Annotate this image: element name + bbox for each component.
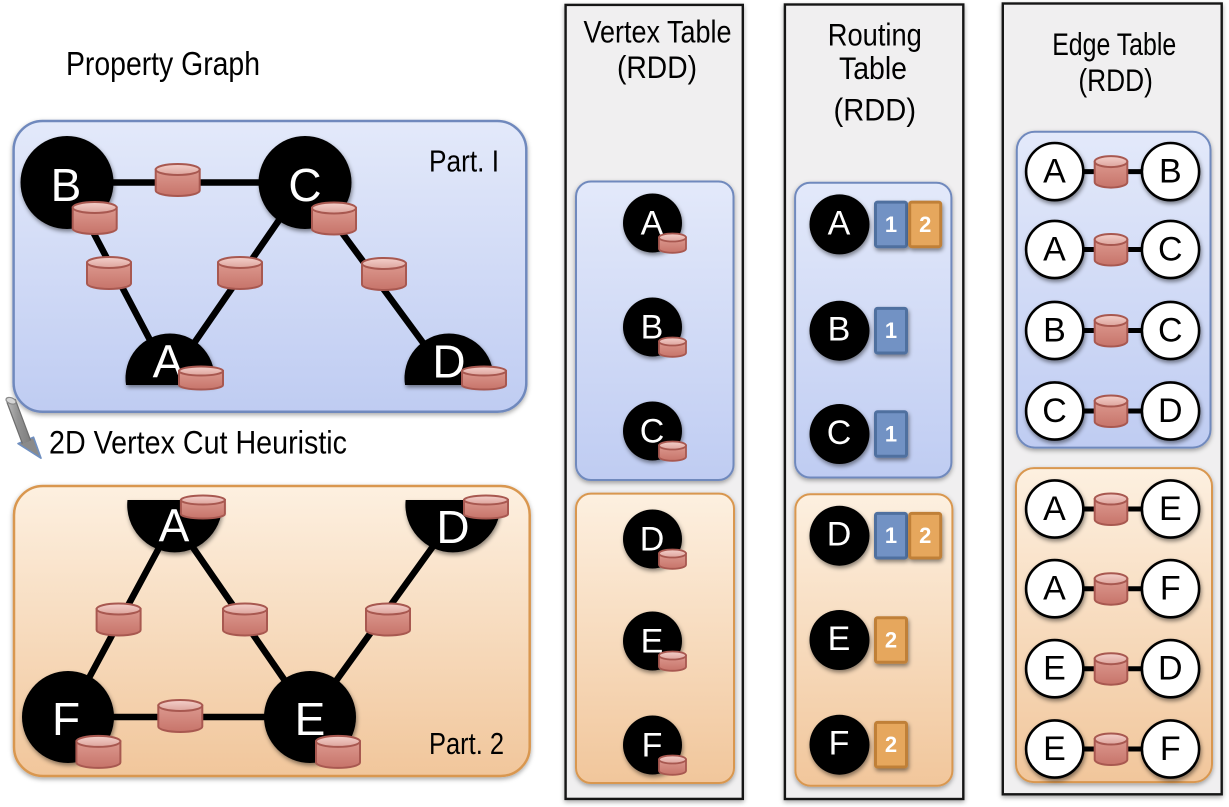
- svg-text:1: 1: [885, 421, 897, 446]
- svg-text:Property Graph: Property Graph: [66, 46, 260, 83]
- svg-text:C: C: [288, 159, 321, 211]
- svg-text:1: 1: [885, 212, 897, 237]
- svg-text:D: D: [1158, 392, 1183, 430]
- svg-text:B: B: [641, 309, 664, 347]
- svg-text:B: B: [51, 159, 82, 211]
- svg-text:C: C: [827, 414, 852, 452]
- svg-text:F: F: [1160, 570, 1181, 608]
- svg-text:C: C: [1158, 312, 1183, 350]
- svg-text:E: E: [1043, 650, 1066, 688]
- svg-text:A: A: [1043, 153, 1066, 191]
- svg-text:D: D: [827, 516, 852, 554]
- svg-text:E: E: [1159, 490, 1182, 528]
- svg-text:1: 1: [885, 523, 897, 548]
- svg-text:F: F: [52, 693, 80, 745]
- svg-text:A: A: [828, 204, 851, 242]
- svg-text:A: A: [1043, 490, 1066, 528]
- svg-text:E: E: [1043, 730, 1066, 768]
- svg-text:A: A: [1043, 570, 1066, 608]
- svg-text:D: D: [432, 335, 465, 387]
- svg-text:E: E: [295, 693, 326, 745]
- svg-text:(RDD): (RDD): [834, 91, 917, 127]
- svg-text:E: E: [828, 620, 851, 658]
- svg-text:B: B: [1159, 153, 1182, 191]
- svg-text:(RDD): (RDD): [617, 49, 697, 85]
- svg-text:(RDD): (RDD): [1078, 62, 1153, 98]
- svg-text:Part. I: Part. I: [429, 144, 499, 179]
- svg-text:E: E: [641, 623, 664, 661]
- svg-text:B: B: [1043, 312, 1066, 350]
- svg-text:D: D: [1158, 650, 1183, 688]
- svg-text:2: 2: [919, 212, 931, 237]
- svg-text:A: A: [1043, 231, 1066, 269]
- svg-text:B: B: [828, 311, 851, 349]
- svg-text:1: 1: [885, 318, 897, 343]
- svg-text:2: 2: [885, 627, 897, 652]
- svg-text:F: F: [1160, 730, 1181, 768]
- svg-text:F: F: [642, 727, 663, 765]
- svg-text:Table: Table: [839, 50, 907, 86]
- svg-text:A: A: [641, 205, 664, 243]
- svg-text:Part. 2: Part. 2: [429, 726, 504, 761]
- svg-text:F: F: [829, 725, 850, 763]
- svg-text:Routing: Routing: [828, 17, 922, 53]
- svg-text:C: C: [1042, 392, 1067, 430]
- svg-text:2: 2: [919, 523, 931, 548]
- svg-text:Edge Table: Edge Table: [1052, 26, 1176, 62]
- svg-text:Vertex Table: Vertex Table: [584, 13, 732, 49]
- svg-text:2D Vertex Cut Heuristic: 2D Vertex Cut Heuristic: [49, 425, 347, 461]
- svg-text:2: 2: [885, 732, 897, 757]
- svg-text:C: C: [1158, 231, 1183, 269]
